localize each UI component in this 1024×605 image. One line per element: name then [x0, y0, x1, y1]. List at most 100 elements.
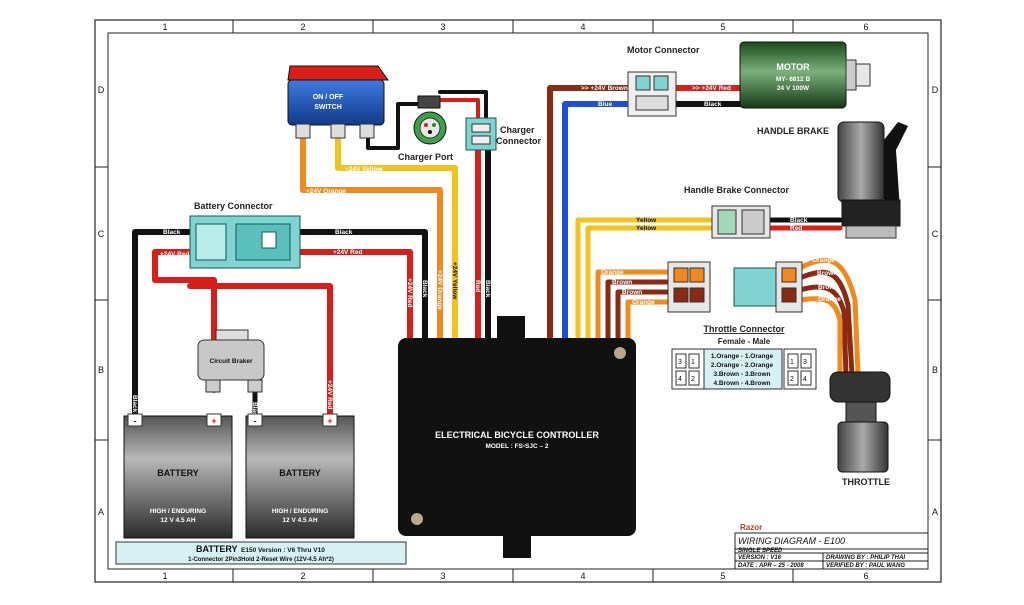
controller: ELECTRICAL BICYCLE CONTROLLER MODEL : FS…	[398, 316, 636, 558]
motor-connector-label: Motor Connector	[627, 45, 700, 55]
charger-port-label: Charger Port	[398, 152, 453, 162]
wire-label-24v-red: +24V Red	[333, 249, 362, 256]
wire-label-orange: Orange	[812, 257, 835, 264]
svg-text:4: 4	[678, 376, 682, 383]
col-label-bottom: 3	[440, 571, 445, 581]
throttle-row-3: 3.Brown - 3.Brown	[713, 371, 770, 378]
motor-model: MY- 6812 B	[776, 76, 811, 83]
wire-red-controller	[297, 249, 413, 343]
throttle: THROTTLE	[829, 371, 891, 487]
wire-black-charger	[376, 102, 420, 150]
wire-yellow-switch	[335, 132, 458, 343]
title-block: Razor WIRING DIAGRAM - E100 SINGLE SPEED…	[734, 523, 929, 570]
row-label-left: C	[98, 229, 105, 239]
wire-brown-handle1	[797, 269, 855, 378]
col-label-top: 6	[863, 22, 868, 32]
svg-text:4: 4	[803, 376, 807, 383]
battery-1: - + BATTERY HIGH / ENDURING 12 V 4.5 AH	[123, 413, 233, 539]
charger-connector: Charger Connector	[465, 117, 541, 151]
wire-label-24v-yellow: +24V Yellow	[345, 166, 383, 173]
inner-frame	[107, 32, 929, 570]
throttle-connector-female	[667, 261, 711, 313]
wire-red-breaker	[152, 249, 217, 393]
title-block-verified-by: VERIFIED BY : PAUL WANG	[826, 563, 905, 569]
battery-note: BATTERY E150 Version : V6 Thru V10 1-Con…	[115, 541, 407, 565]
wire-blue-motor	[562, 101, 631, 343]
wire-label-black: Black	[251, 402, 258, 420]
wire-orange-throttle1	[595, 269, 671, 343]
handle-brake-connector-label: Handle Brake Connector	[684, 185, 790, 195]
svg-text:1: 1	[790, 359, 794, 366]
battery-2: - + BATTERY HIGH / ENDURING 12 V 4.5 AH	[245, 413, 355, 539]
wire-label-yellow: Yellow	[636, 225, 657, 232]
svg-text:2: 2	[790, 376, 794, 383]
battery-note-line2: 1-Connector 2Pin3Hold 2-Reset Wire (12V-…	[188, 557, 334, 563]
wire-label-orange: Orange	[601, 269, 624, 276]
battery-note-title: BATTERY	[196, 544, 238, 554]
col-label-top: 1	[162, 22, 167, 32]
wire-orange-switch	[300, 132, 443, 343]
wire-label-red: Red	[790, 225, 802, 232]
wire-label-black: Black	[484, 280, 491, 298]
wire-orange-handle2	[797, 296, 843, 378]
wire-label-orange: Orange	[818, 296, 841, 303]
battery-spec-1: HIGH / ENDURING	[272, 508, 328, 515]
row-label-right: D	[932, 85, 939, 95]
brand-logo: Razor	[740, 523, 762, 532]
throttle-row-2: 2.Orange - 2.Orange	[711, 362, 774, 369]
col-label-bottom: 5	[720, 571, 725, 581]
battery-note-version: E150 Version : V6 Thru V10	[241, 547, 325, 554]
row-label-left: D	[98, 85, 105, 95]
throttle-row-1: 1.Orange - 1.Orange	[711, 353, 774, 360]
circuit-breaker-label: Circuit Braker	[210, 358, 253, 365]
throttle-connector-subtitle: Female - Male	[718, 337, 771, 346]
wire-brown-throttle2	[615, 289, 671, 343]
controller-model: MODEL : FS-SJC – 2	[485, 443, 548, 450]
wire-label-black: Black	[335, 229, 353, 236]
col-label-top: 2	[300, 22, 305, 32]
col-label-bottom: 1	[162, 571, 167, 581]
wire-label-24v-red: +24V Red	[160, 251, 189, 258]
battery-spec-2: 12 V 4.5 AH	[282, 517, 317, 524]
wire-label-24v-yellow: +24V Yellow	[451, 262, 458, 300]
throttle-connector-title: Throttle Connector	[704, 324, 785, 334]
throttle-row-4: 4.Brown - 4.Brown	[713, 380, 770, 387]
col-label-top: 5	[720, 22, 725, 32]
wire-label-24v-red-motor: >> +24V Red	[692, 85, 731, 92]
svg-text:3: 3	[803, 359, 807, 366]
throttle-connector-table: Throttle Connector Female - Male 1.Orang…	[671, 324, 817, 390]
handle-brake: HANDLE BRAKE	[757, 121, 908, 239]
wire-label-yellow: Yellow	[636, 217, 657, 224]
wire-label-black: Black	[790, 217, 808, 224]
title-block-speed: SINGLE SPEED	[738, 548, 783, 554]
motor-label: MOTOR	[776, 62, 810, 72]
wire-label-black: Black	[421, 280, 428, 298]
row-label-right: A	[932, 507, 938, 517]
motor-connector: Motor Connector	[627, 45, 700, 117]
charger-connector-label-1: Charger	[500, 125, 535, 135]
col-label-bottom: 6	[863, 571, 868, 581]
col-label-top: 3	[440, 22, 445, 32]
wire-brown-motor	[547, 85, 631, 343]
col-label-bottom: 2	[300, 571, 305, 581]
wire-orange-throttle2	[625, 299, 671, 343]
wire-black-controller	[297, 229, 428, 343]
wire-label-brown: Brown	[622, 289, 642, 296]
wire-labels: Black +24V Red +24V Red Black +24V Red +…	[131, 85, 841, 420]
row-label-left: A	[98, 507, 104, 517]
wire-yellow-brake2	[585, 225, 715, 343]
wire-red-charger	[438, 98, 480, 120]
title-block-date: DATE : APR – 25 - 2008	[738, 563, 804, 569]
battery-minus: -	[134, 416, 137, 426]
wire-label-red: Red	[474, 280, 481, 292]
grid-labels: 1 2 3 4 5 6 1 2 3 4 5 6 D C B A D C B A	[98, 22, 939, 581]
wire-label-24v-red: +24V Red	[157, 285, 186, 292]
charger-connector-label-2: Connector	[496, 136, 541, 146]
wire-orange-handle1	[797, 257, 861, 378]
wire-black-switch	[366, 133, 380, 150]
charger-port: Charger Port	[398, 95, 453, 162]
col-label-top: 4	[580, 22, 585, 32]
wire-label-24v-red: +24V Red	[406, 278, 413, 307]
